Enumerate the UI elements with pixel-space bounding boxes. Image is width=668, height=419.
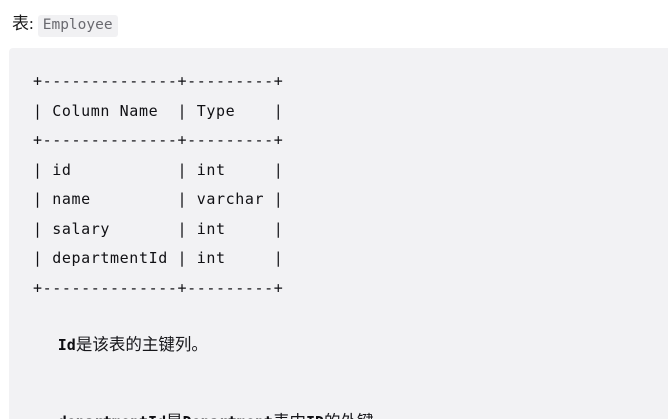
table-name-code-badge: Employee: [37, 15, 118, 37]
foreign-key-text-1: 是: [166, 412, 183, 419]
table-header: 表: Employee: [0, 0, 668, 37]
primary-key-code: Id: [57, 336, 76, 354]
description-line-foreign-key: departmentId是Department表中ID的外键。: [33, 386, 668, 419]
foreign-key-text-3: 的外键。: [324, 412, 390, 419]
description-line-primary-key: Id是该表的主键列。: [33, 309, 668, 381]
table-header-prefix-label: 表:: [12, 14, 34, 33]
foreign-key-column-code: departmentId: [58, 413, 166, 419]
description-block: Id是该表的主键列。 departmentId是Department表中ID的外…: [9, 303, 668, 419]
primary-key-text: 是该表的主键列。: [75, 335, 208, 354]
foreign-key-id-code: ID: [306, 413, 324, 419]
foreign-key-text-2: 表中: [273, 412, 306, 419]
foreign-key-table-code: Department: [183, 413, 273, 419]
ascii-schema-table: +--------------+---------+ | Column Name…: [33, 72, 284, 297]
schema-description-panel: +--------------+---------+ | Column Name…: [9, 48, 668, 419]
